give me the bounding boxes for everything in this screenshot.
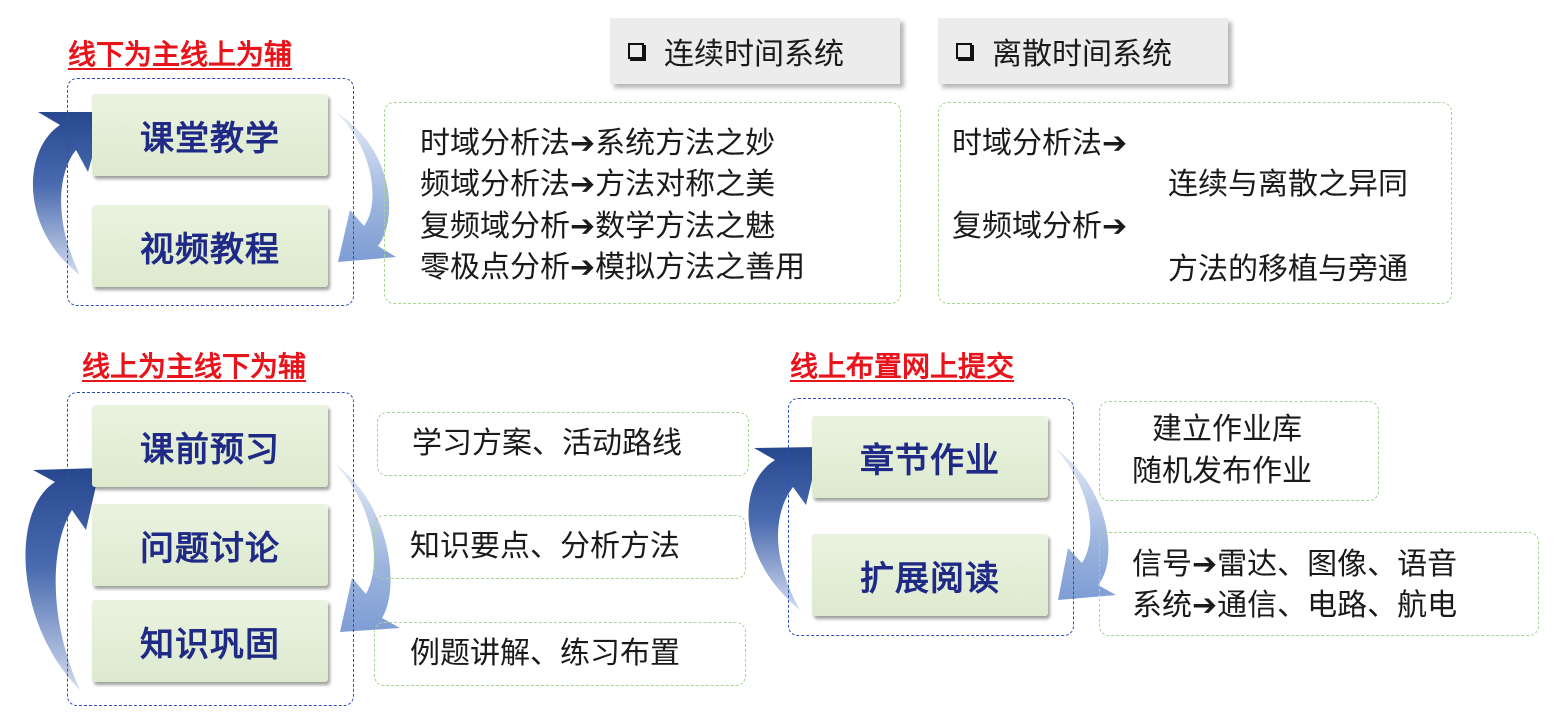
heading-offline-main: 线下为主线上为辅 — [68, 38, 293, 71]
discussion-note-box — [374, 515, 746, 579]
right-arrow-icon: ➔ — [1192, 547, 1218, 582]
continuous-method-row: 时域分析法➔系统方法之妙 — [420, 124, 775, 164]
down-curved-arrow — [1055, 448, 1116, 600]
method-label: 复频域分析 — [952, 209, 1102, 244]
homework-group-box — [788, 398, 1074, 636]
up-curved-arrow — [32, 112, 106, 275]
result-label: 模拟方法之善用 — [595, 250, 806, 285]
method-label: 频域分析法 — [420, 167, 570, 202]
right-arrow-icon: ➔ — [570, 209, 596, 244]
consolidation-note-box — [374, 622, 746, 686]
discrete-method-label: 时域分析法➔ — [952, 124, 1127, 164]
right-arrow-icon: ➔ — [1192, 588, 1218, 623]
tab-continuous-system: 连续时间系统 — [610, 18, 900, 84]
tab-label: 连续时间系统 — [664, 37, 844, 72]
pill-preview: 课前预习 — [92, 405, 328, 487]
right-arrow-icon: ➔ — [570, 167, 596, 202]
down-curved-arrow — [336, 112, 396, 262]
pill-consolidation: 知识巩固 — [92, 600, 328, 682]
discrete-methods-box — [938, 102, 1452, 304]
reading-note-row: 信号➔雷达、图像、语音 — [1132, 545, 1457, 585]
up-curved-arrow — [748, 447, 820, 610]
pill-discussion: 问题讨论 — [92, 504, 328, 586]
consolidation-note: 例题讲解、练习布置 — [410, 636, 680, 671]
topic-label: 系统 — [1132, 588, 1192, 623]
preview-note: 学习方案、活动路线 — [412, 426, 682, 461]
heading-online-submit: 线上布置网上提交 — [790, 350, 1015, 383]
down-curved-arrow — [334, 463, 400, 632]
pill-extended-reading: 扩展阅读 — [812, 534, 1048, 616]
pill-video-tutorial: 视频教程 — [92, 205, 328, 287]
offline-group-box — [67, 78, 354, 306]
method-label: 零极点分析 — [420, 250, 570, 285]
pill-classroom-teaching: 课堂教学 — [92, 94, 328, 176]
continuous-method-row: 复频域分析➔数学方法之魅 — [420, 207, 775, 247]
items-label: 通信、电路、航电 — [1217, 588, 1458, 623]
pill-chapter-homework: 章节作业 — [812, 416, 1048, 498]
tab-label: 离散时间系统 — [992, 37, 1172, 72]
homework-note-line: 随机发布作业 — [1132, 454, 1312, 489]
right-arrow-icon: ➔ — [570, 126, 596, 161]
discrete-method-label: 复频域分析➔ — [952, 207, 1127, 247]
reading-note-row: 系统➔通信、电路、航电 — [1132, 586, 1457, 626]
right-arrow-icon: ➔ — [570, 250, 596, 285]
online-group-box — [67, 392, 354, 706]
topic-label: 信号 — [1132, 547, 1192, 582]
method-label: 时域分析法 — [952, 126, 1102, 161]
result-label: 方法对称之美 — [595, 167, 776, 202]
right-arrow-icon: ➔ — [1102, 126, 1128, 161]
method-label: 复频域分析 — [420, 209, 570, 244]
up-curved-arrow — [25, 468, 101, 690]
discrete-result-label: 方法的移植与旁通 — [1168, 252, 1408, 287]
heading-online-main: 线上为主线下为辅 — [82, 350, 307, 383]
items-label: 雷达、图像、语音 — [1217, 547, 1458, 582]
reading-note-box — [1099, 532, 1539, 636]
result-label: 系统方法之妙 — [595, 126, 776, 161]
checkbox-bullet-icon — [628, 43, 644, 59]
tab-discrete-system: 离散时间系统 — [938, 18, 1228, 84]
checkbox-bullet-icon — [956, 43, 972, 59]
homework-note-line: 建立作业库 — [1152, 412, 1302, 447]
preview-note-box — [377, 412, 749, 476]
result-label: 数学方法之魅 — [595, 209, 776, 244]
continuous-methods-box — [384, 102, 901, 304]
right-arrow-icon: ➔ — [1102, 209, 1128, 244]
discrete-result-label: 连续与离散之异同 — [1168, 167, 1408, 202]
homework-note-box — [1099, 401, 1379, 501]
discussion-note: 知识要点、分析方法 — [410, 529, 680, 564]
continuous-method-row: 零极点分析➔模拟方法之善用 — [420, 248, 805, 288]
method-label: 时域分析法 — [420, 126, 570, 161]
continuous-method-row: 频域分析法➔方法对称之美 — [420, 165, 775, 205]
